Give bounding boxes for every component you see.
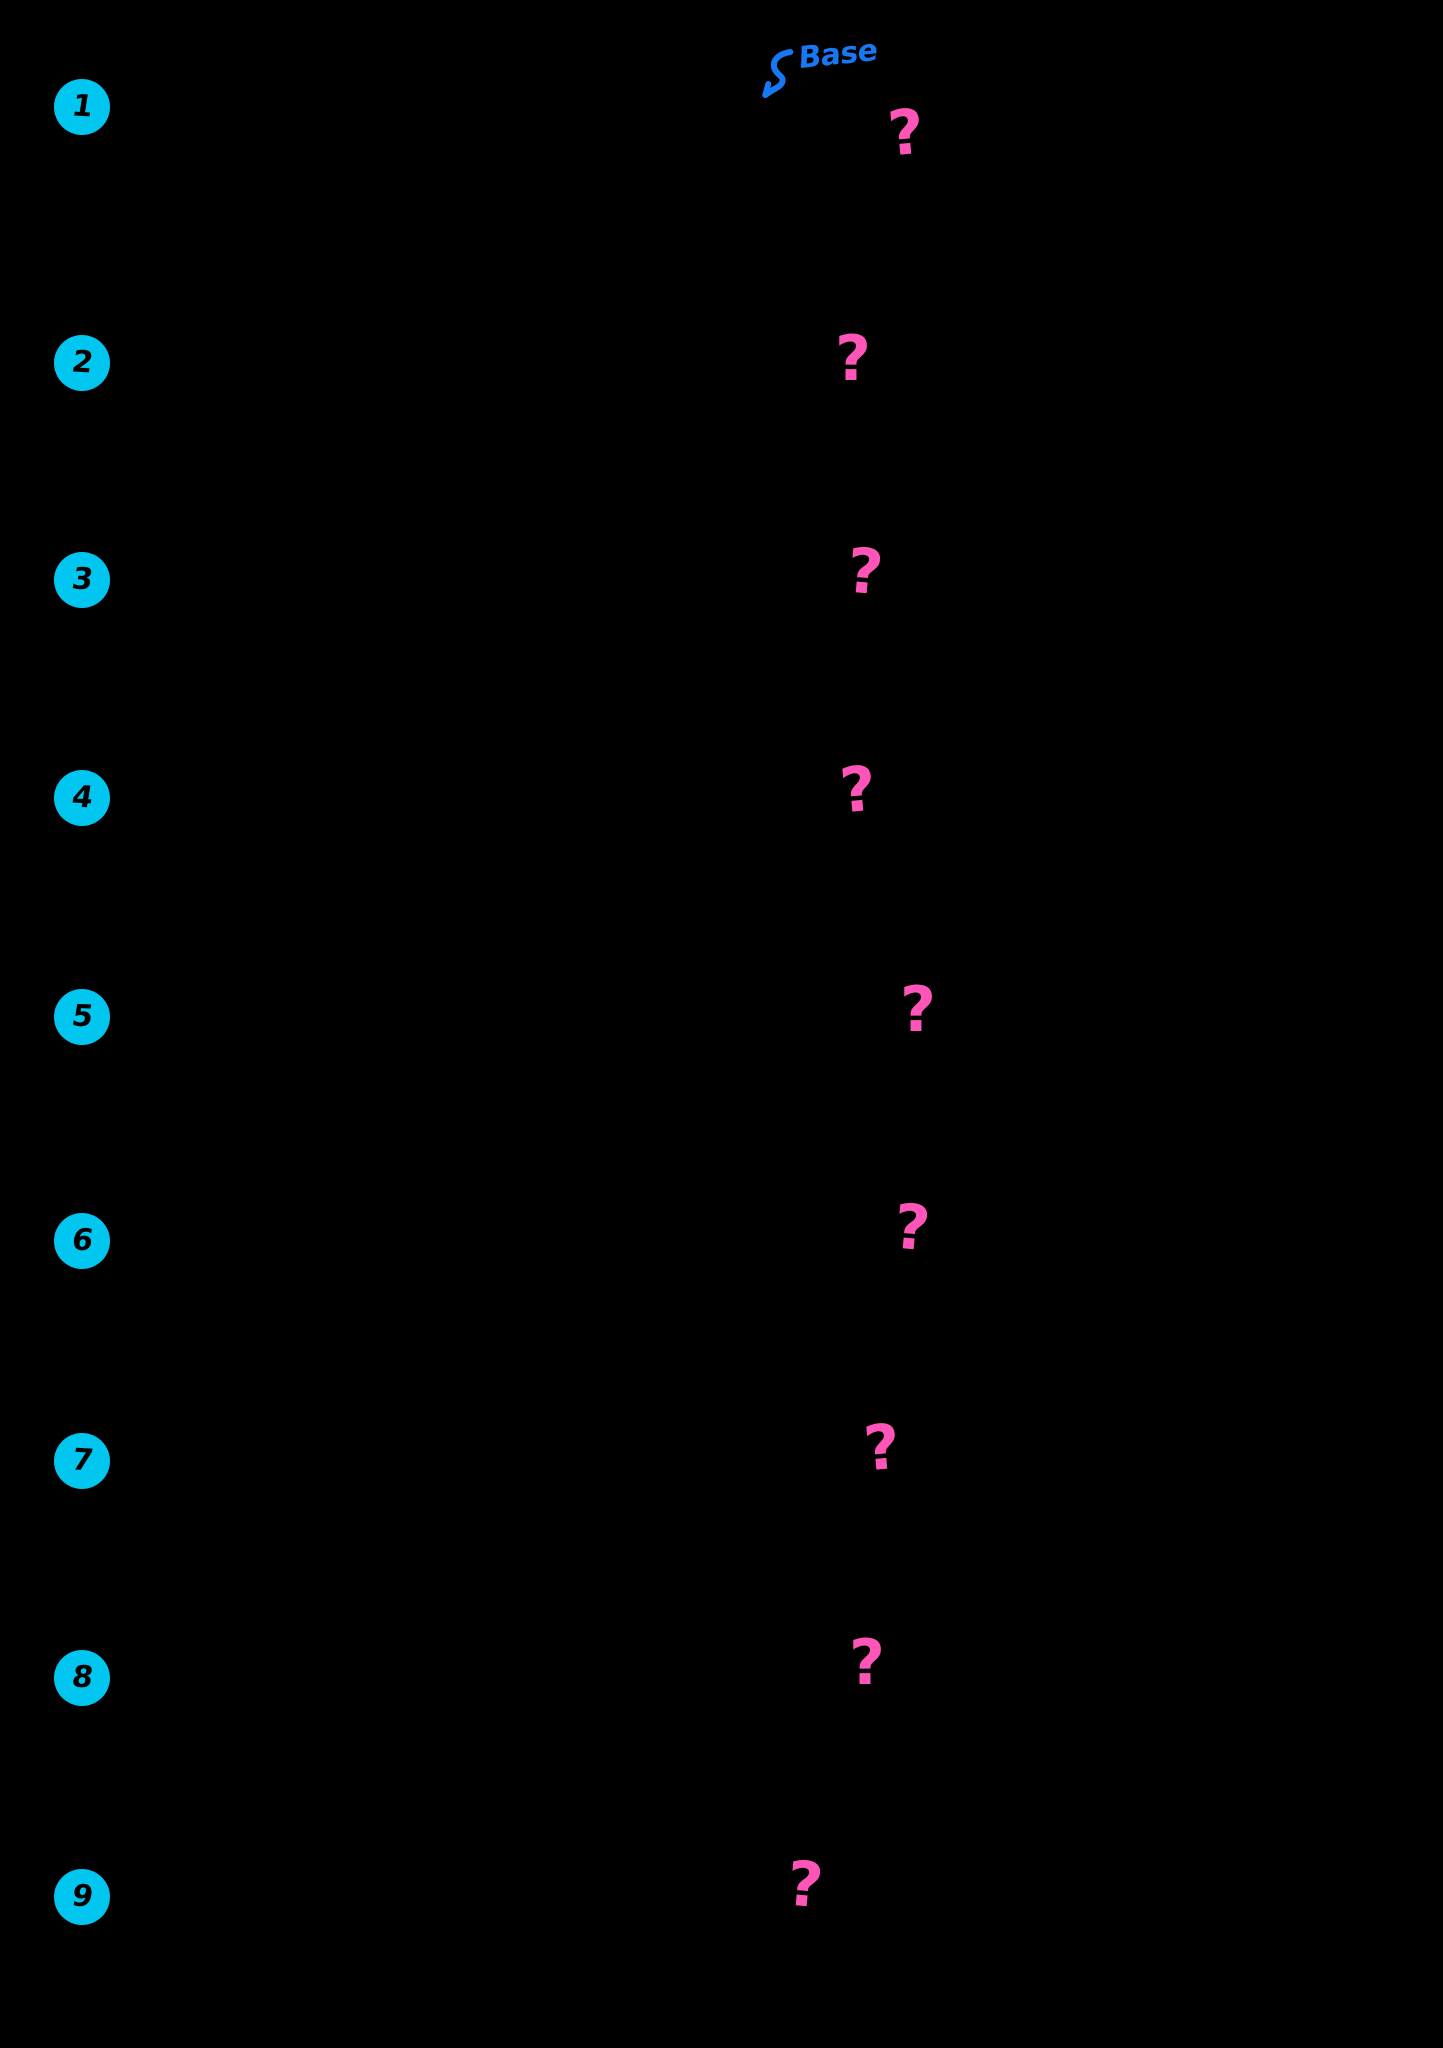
step-marker-label: 1 [69,88,96,125]
step-marker-label: 8 [69,1659,96,1696]
question-mark-1[interactable]: ? [884,94,928,171]
step-marker-label: 5 [69,998,96,1035]
step-marker-7[interactable]: 7 [54,1433,110,1489]
question-mark-9[interactable]: ? [783,1846,827,1923]
question-mark-2[interactable]: ? [835,322,871,395]
step-marker-5[interactable]: 5 [54,989,110,1045]
base-annotation[interactable]: Base [762,33,878,98]
step-marker-label: 4 [69,779,96,816]
step-marker-label: 2 [69,344,96,381]
step-marker-2[interactable]: 2 [54,335,110,391]
step-marker-3[interactable]: 3 [54,552,110,608]
question-mark-6[interactable]: ? [890,1189,934,1266]
step-marker-6[interactable]: 6 [54,1213,110,1269]
question-mark-3[interactable]: ? [843,533,887,610]
question-mark-5[interactable]: ? [900,973,936,1046]
step-marker-label: 7 [69,1442,96,1479]
step-marker-9[interactable]: 9 [54,1869,110,1925]
base-annotation-label: Base [797,32,879,77]
step-marker-label: 9 [69,1878,96,1915]
question-mark-7[interactable]: ? [860,1409,904,1486]
step-marker-8[interactable]: 8 [54,1650,110,1706]
question-mark-8[interactable]: ? [849,1626,885,1699]
step-marker-4[interactable]: 4 [54,770,110,826]
step-marker-label: 6 [69,1222,96,1259]
question-mark-4[interactable]: ? [836,751,880,828]
curved-arrow-icon [754,48,796,104]
step-marker-1[interactable]: 1 [54,79,110,135]
step-marker-label: 3 [69,561,96,598]
